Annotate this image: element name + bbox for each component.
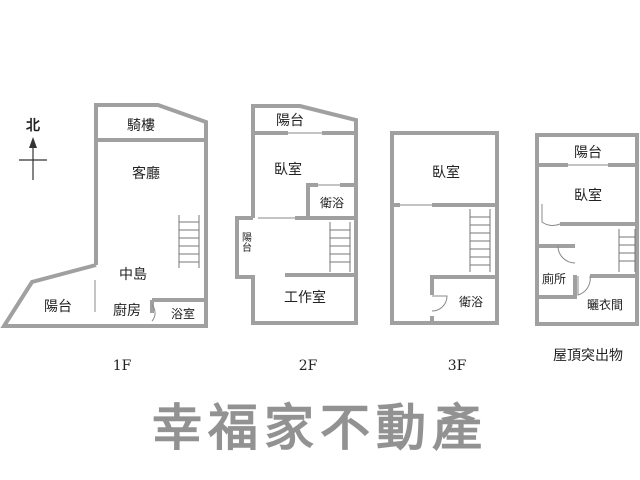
room-label: 陽台 <box>240 232 252 253</box>
room-label: 工作室 <box>284 289 326 306</box>
floor-label: 1F <box>113 358 132 374</box>
room-label: 中島 <box>119 267 147 283</box>
watermark: 幸福家不動產 <box>152 399 488 457</box>
room-label: 騎樓 <box>127 118 155 134</box>
floor-3f-plan <box>390 131 499 325</box>
floor-roof-plan <box>535 133 639 326</box>
compass-label: 北 <box>26 118 40 134</box>
room-label: 衛浴 <box>459 295 483 309</box>
room-label: 陽台 <box>44 299 72 315</box>
floor-label: 2F <box>299 358 318 374</box>
room-label: 客廳 <box>132 165 160 182</box>
room-label: 臥室 <box>274 161 302 178</box>
room-label: 陽台 <box>574 145 602 161</box>
room-label: 廁所 <box>542 271 566 286</box>
room-label: 廚房 <box>113 302 141 319</box>
room-label: 曬衣間 <box>587 297 623 312</box>
staircase-icon <box>469 209 491 272</box>
floor-label: 3F <box>448 358 467 374</box>
room-label: 衛浴 <box>320 196 344 210</box>
staircase-icon <box>178 215 200 268</box>
staircase-icon <box>618 229 636 272</box>
floor-label: 屋頂突出物 <box>553 348 623 364</box>
floor-1f-plan <box>0 103 208 328</box>
room-label: 臥室 <box>574 187 602 204</box>
staircase-icon <box>329 222 351 272</box>
floor-2f-plan <box>235 104 358 325</box>
room-label: 臥室 <box>432 164 460 181</box>
north-compass-icon <box>19 137 47 180</box>
room-label: 浴室 <box>171 306 195 321</box>
room-label: 陽台 <box>276 113 304 129</box>
